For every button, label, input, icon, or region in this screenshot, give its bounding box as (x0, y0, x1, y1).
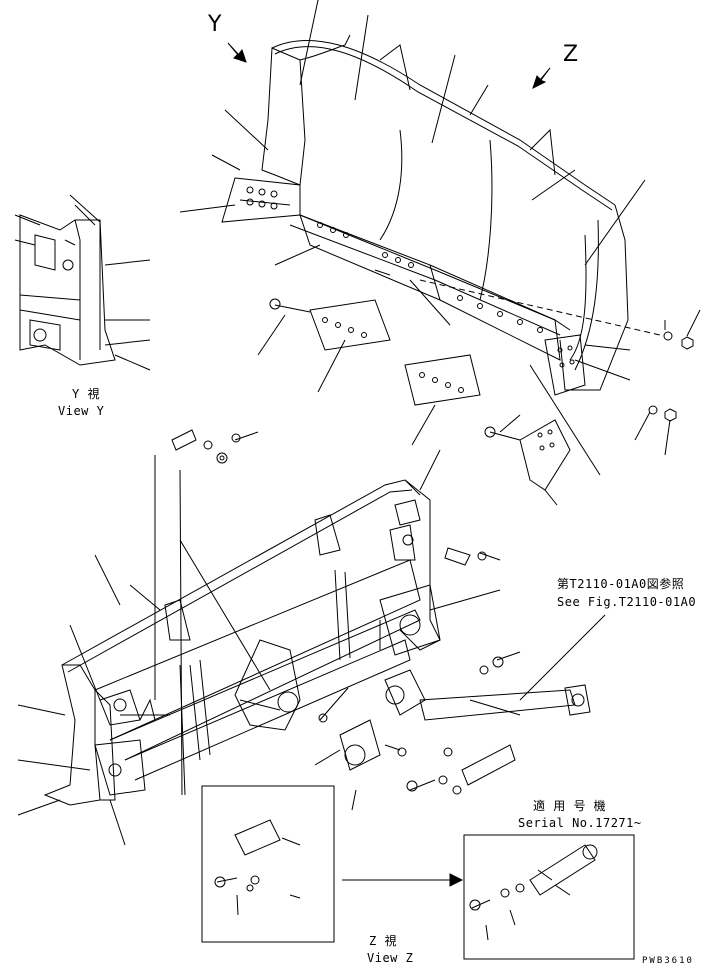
cutting-edge-holes (247, 187, 543, 333)
frame-assembly (45, 480, 440, 805)
serial-note-en: Serial No.17271~ (518, 816, 642, 830)
bolts-and-nuts (270, 299, 693, 440)
ref-note-en: See Fig.T2110-01A0 (557, 595, 697, 609)
blade-leader-lines (180, 0, 700, 505)
view-arrows (228, 43, 550, 88)
view-z-jp: Z 視 (369, 934, 397, 948)
view-z-en: View Z (367, 951, 414, 965)
view-y-detail (15, 195, 150, 370)
view-y-en: View Y (58, 404, 105, 418)
drawing-code: PWB3610 (642, 956, 694, 966)
view-z-box-right (464, 835, 634, 959)
view-y-jp: Y 視 (72, 387, 100, 401)
arrow-z-letter: Z (563, 42, 579, 67)
view-z-box-left (202, 786, 334, 942)
ref-note-jp: 第T2110-01A0図参照 (557, 577, 685, 591)
ref-note-leader (520, 615, 605, 700)
serial-note-jp: 適 用 号 機 (533, 799, 607, 813)
arrow-y-letter: Y (208, 12, 222, 37)
cutting-edge-segments (310, 300, 570, 490)
frame-small-parts (172, 430, 590, 794)
blade-assembly (222, 35, 660, 395)
frame-leader-lines (18, 450, 520, 845)
